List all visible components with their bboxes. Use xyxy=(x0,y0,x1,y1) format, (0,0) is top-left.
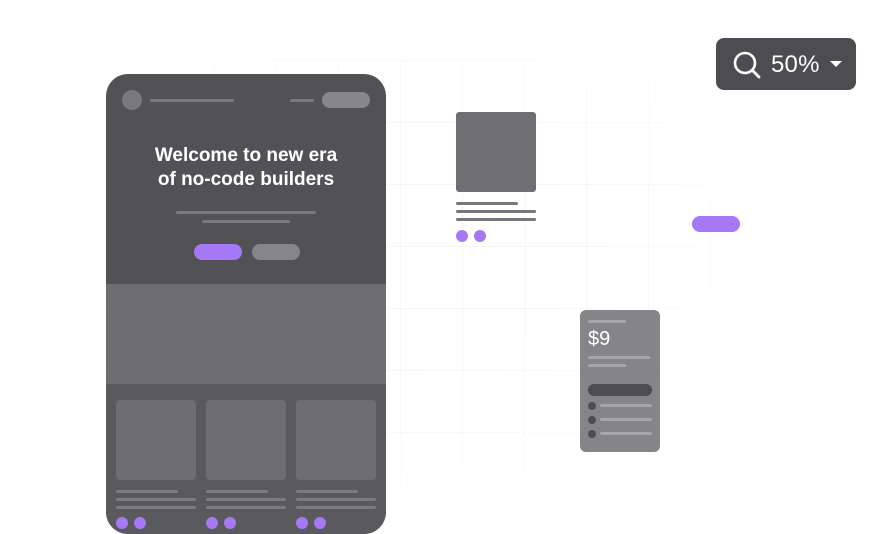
hero-secondary-button[interactable] xyxy=(252,244,300,260)
hero-media-placeholder xyxy=(106,284,386,384)
feature-bullet-1 xyxy=(588,402,596,410)
card-3-dot-2 xyxy=(314,517,326,529)
avatar xyxy=(122,90,142,110)
card-3-title-line xyxy=(296,490,358,493)
card-image-3[interactable] xyxy=(296,400,376,480)
pricing-desc-line-2 xyxy=(588,364,626,367)
floating-card-dot-2 xyxy=(474,230,486,242)
card-2-text-line-1 xyxy=(206,498,286,501)
cards-section xyxy=(106,384,386,534)
hero-subtitle-line-2 xyxy=(202,220,290,223)
card-2-title-line xyxy=(206,490,268,493)
search-icon xyxy=(733,51,761,79)
card-3-text-line-1 xyxy=(296,498,376,501)
card-3-dot-1 xyxy=(296,517,308,529)
hero-subtitle-line-1 xyxy=(176,211,316,214)
feature-bullet-2 xyxy=(588,416,596,424)
pricing-card[interactable]: $9 xyxy=(580,310,660,452)
feature-bullet-3 xyxy=(588,430,596,438)
feature-line-2 xyxy=(600,418,652,421)
card-image-2[interactable] xyxy=(206,400,286,480)
card-2-dot-2 xyxy=(224,517,236,529)
feature-line-1 xyxy=(600,404,652,407)
card-1-text-line-1 xyxy=(116,498,196,501)
card-1-dot-2 xyxy=(134,517,146,529)
floating-card-dot-1 xyxy=(456,230,468,242)
pricing-plan-name-line xyxy=(588,320,626,323)
card-1-text-line-2 xyxy=(116,506,196,509)
card-image-1[interactable] xyxy=(116,400,196,480)
price-value: $9 xyxy=(588,328,611,350)
nav-link-placeholder[interactable] xyxy=(290,99,314,102)
nav-logo-placeholder xyxy=(150,99,234,102)
floating-accent-button[interactable] xyxy=(692,216,740,232)
zoom-control[interactable]: 50% xyxy=(716,38,856,90)
nav-button-placeholder[interactable] xyxy=(322,92,370,108)
floating-card-title-line xyxy=(456,202,518,205)
card-1-dot-1 xyxy=(116,517,128,529)
card-3-text-line-2 xyxy=(296,506,376,509)
hero-title: Welcome to new era of no-code builders xyxy=(106,144,386,192)
caret-down-icon[interactable] xyxy=(829,60,843,69)
card-2-text-line-2 xyxy=(206,506,286,509)
hero-primary-button[interactable] xyxy=(194,244,242,260)
hero-title-line-1: Welcome to new era xyxy=(154,145,338,166)
card-1-title-line xyxy=(116,490,178,493)
floating-card-text-line-1 xyxy=(456,210,536,213)
floating-card-text-line-2 xyxy=(456,218,536,221)
pricing-desc-line-1 xyxy=(588,356,650,359)
zoom-level-label: 50% xyxy=(771,51,820,78)
phone-mockup[interactable]: Welcome to new era of no-code builders xyxy=(106,74,386,534)
feature-line-3 xyxy=(600,432,652,435)
floating-card-image[interactable] xyxy=(456,112,536,192)
hero-title-line-2: of no-code builders xyxy=(157,169,335,190)
pricing-cta-button[interactable] xyxy=(588,384,652,396)
card-2-dot-1 xyxy=(206,517,218,529)
